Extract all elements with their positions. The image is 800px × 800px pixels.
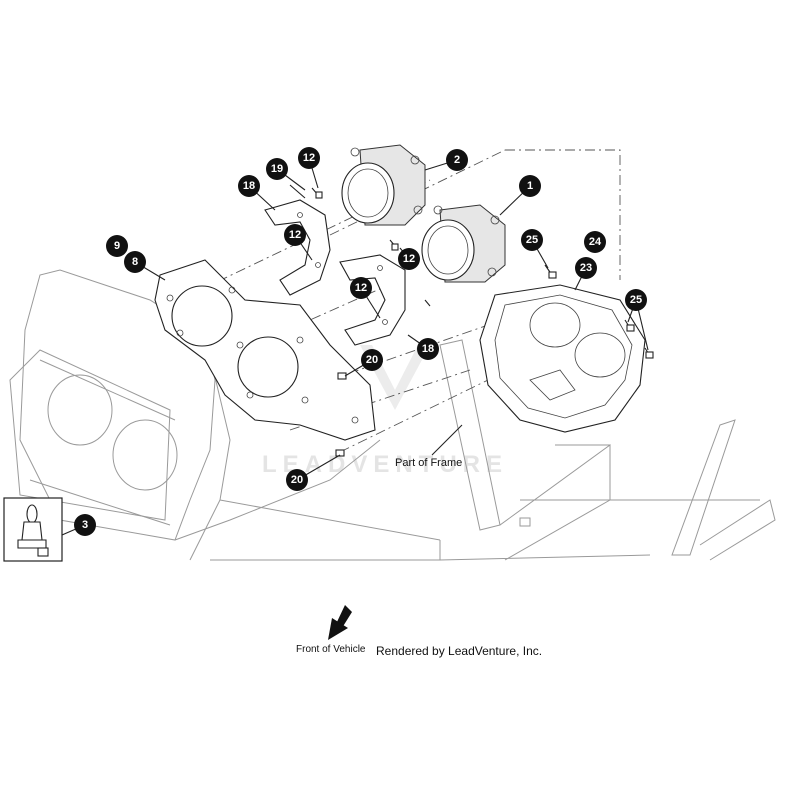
svg-text:25: 25 <box>526 234 538 246</box>
svg-text:12: 12 <box>403 253 415 265</box>
callout-20-lower: 20 <box>286 469 308 491</box>
callout-8: 8 <box>124 251 146 273</box>
rendered-by-label: Rendered by LeadVenture, Inc. <box>376 644 542 658</box>
callout-12-right: 12 <box>398 248 420 270</box>
callout-25-left: 25 <box>521 229 543 251</box>
bulb-inset <box>3 497 63 562</box>
callout-1: 1 <box>519 175 541 197</box>
headlight-housing <box>479 284 646 433</box>
svg-text:12: 12 <box>303 152 315 164</box>
mounting-plate <box>154 259 376 441</box>
callout-2: 2 <box>446 149 468 171</box>
callout-23: 23 <box>575 257 597 279</box>
svg-text:2: 2 <box>454 154 460 166</box>
svg-text:24: 24 <box>589 236 602 248</box>
front-arrow-icon <box>328 605 352 640</box>
callouts: 1 2 12 19 18 12 9 8 12 12 18 20 20 25 24… <box>74 147 647 536</box>
svg-text:8: 8 <box>132 256 138 268</box>
callout-12-top: 12 <box>298 147 320 169</box>
svg-text:23: 23 <box>580 262 592 274</box>
frame <box>439 339 776 561</box>
svg-text:3: 3 <box>82 519 88 531</box>
callout-19: 19 <box>266 158 288 180</box>
callout-24: 24 <box>584 231 606 253</box>
svg-text:20: 20 <box>366 354 378 366</box>
callout-25-right: 25 <box>625 289 647 311</box>
svg-text:18: 18 <box>422 343 434 355</box>
callout-9: 9 <box>106 235 128 257</box>
svg-text:25: 25 <box>630 294 642 306</box>
part-of-frame-label: Part of Frame <box>395 457 462 469</box>
headlight-2 <box>341 144 426 226</box>
svg-text:19: 19 <box>271 163 283 175</box>
front-of-vehicle-label: Front of Vehicle <box>296 644 366 655</box>
svg-text:20: 20 <box>291 474 303 486</box>
svg-text:12: 12 <box>289 229 301 241</box>
callout-18-top: 18 <box>238 175 260 197</box>
brackets <box>264 199 406 346</box>
svg-text:1: 1 <box>527 180 533 192</box>
svg-text:9: 9 <box>114 240 120 252</box>
fasteners <box>289 184 654 457</box>
callout-20-upper: 20 <box>361 349 383 371</box>
svg-text:18: 18 <box>243 180 255 192</box>
callout-3: 3 <box>74 514 96 536</box>
callout-12-left: 12 <box>284 224 306 246</box>
callout-12-lower: 12 <box>350 277 372 299</box>
headlight-1 <box>421 204 506 283</box>
svg-text:12: 12 <box>355 282 367 294</box>
callout-18-lower: 18 <box>417 338 439 360</box>
